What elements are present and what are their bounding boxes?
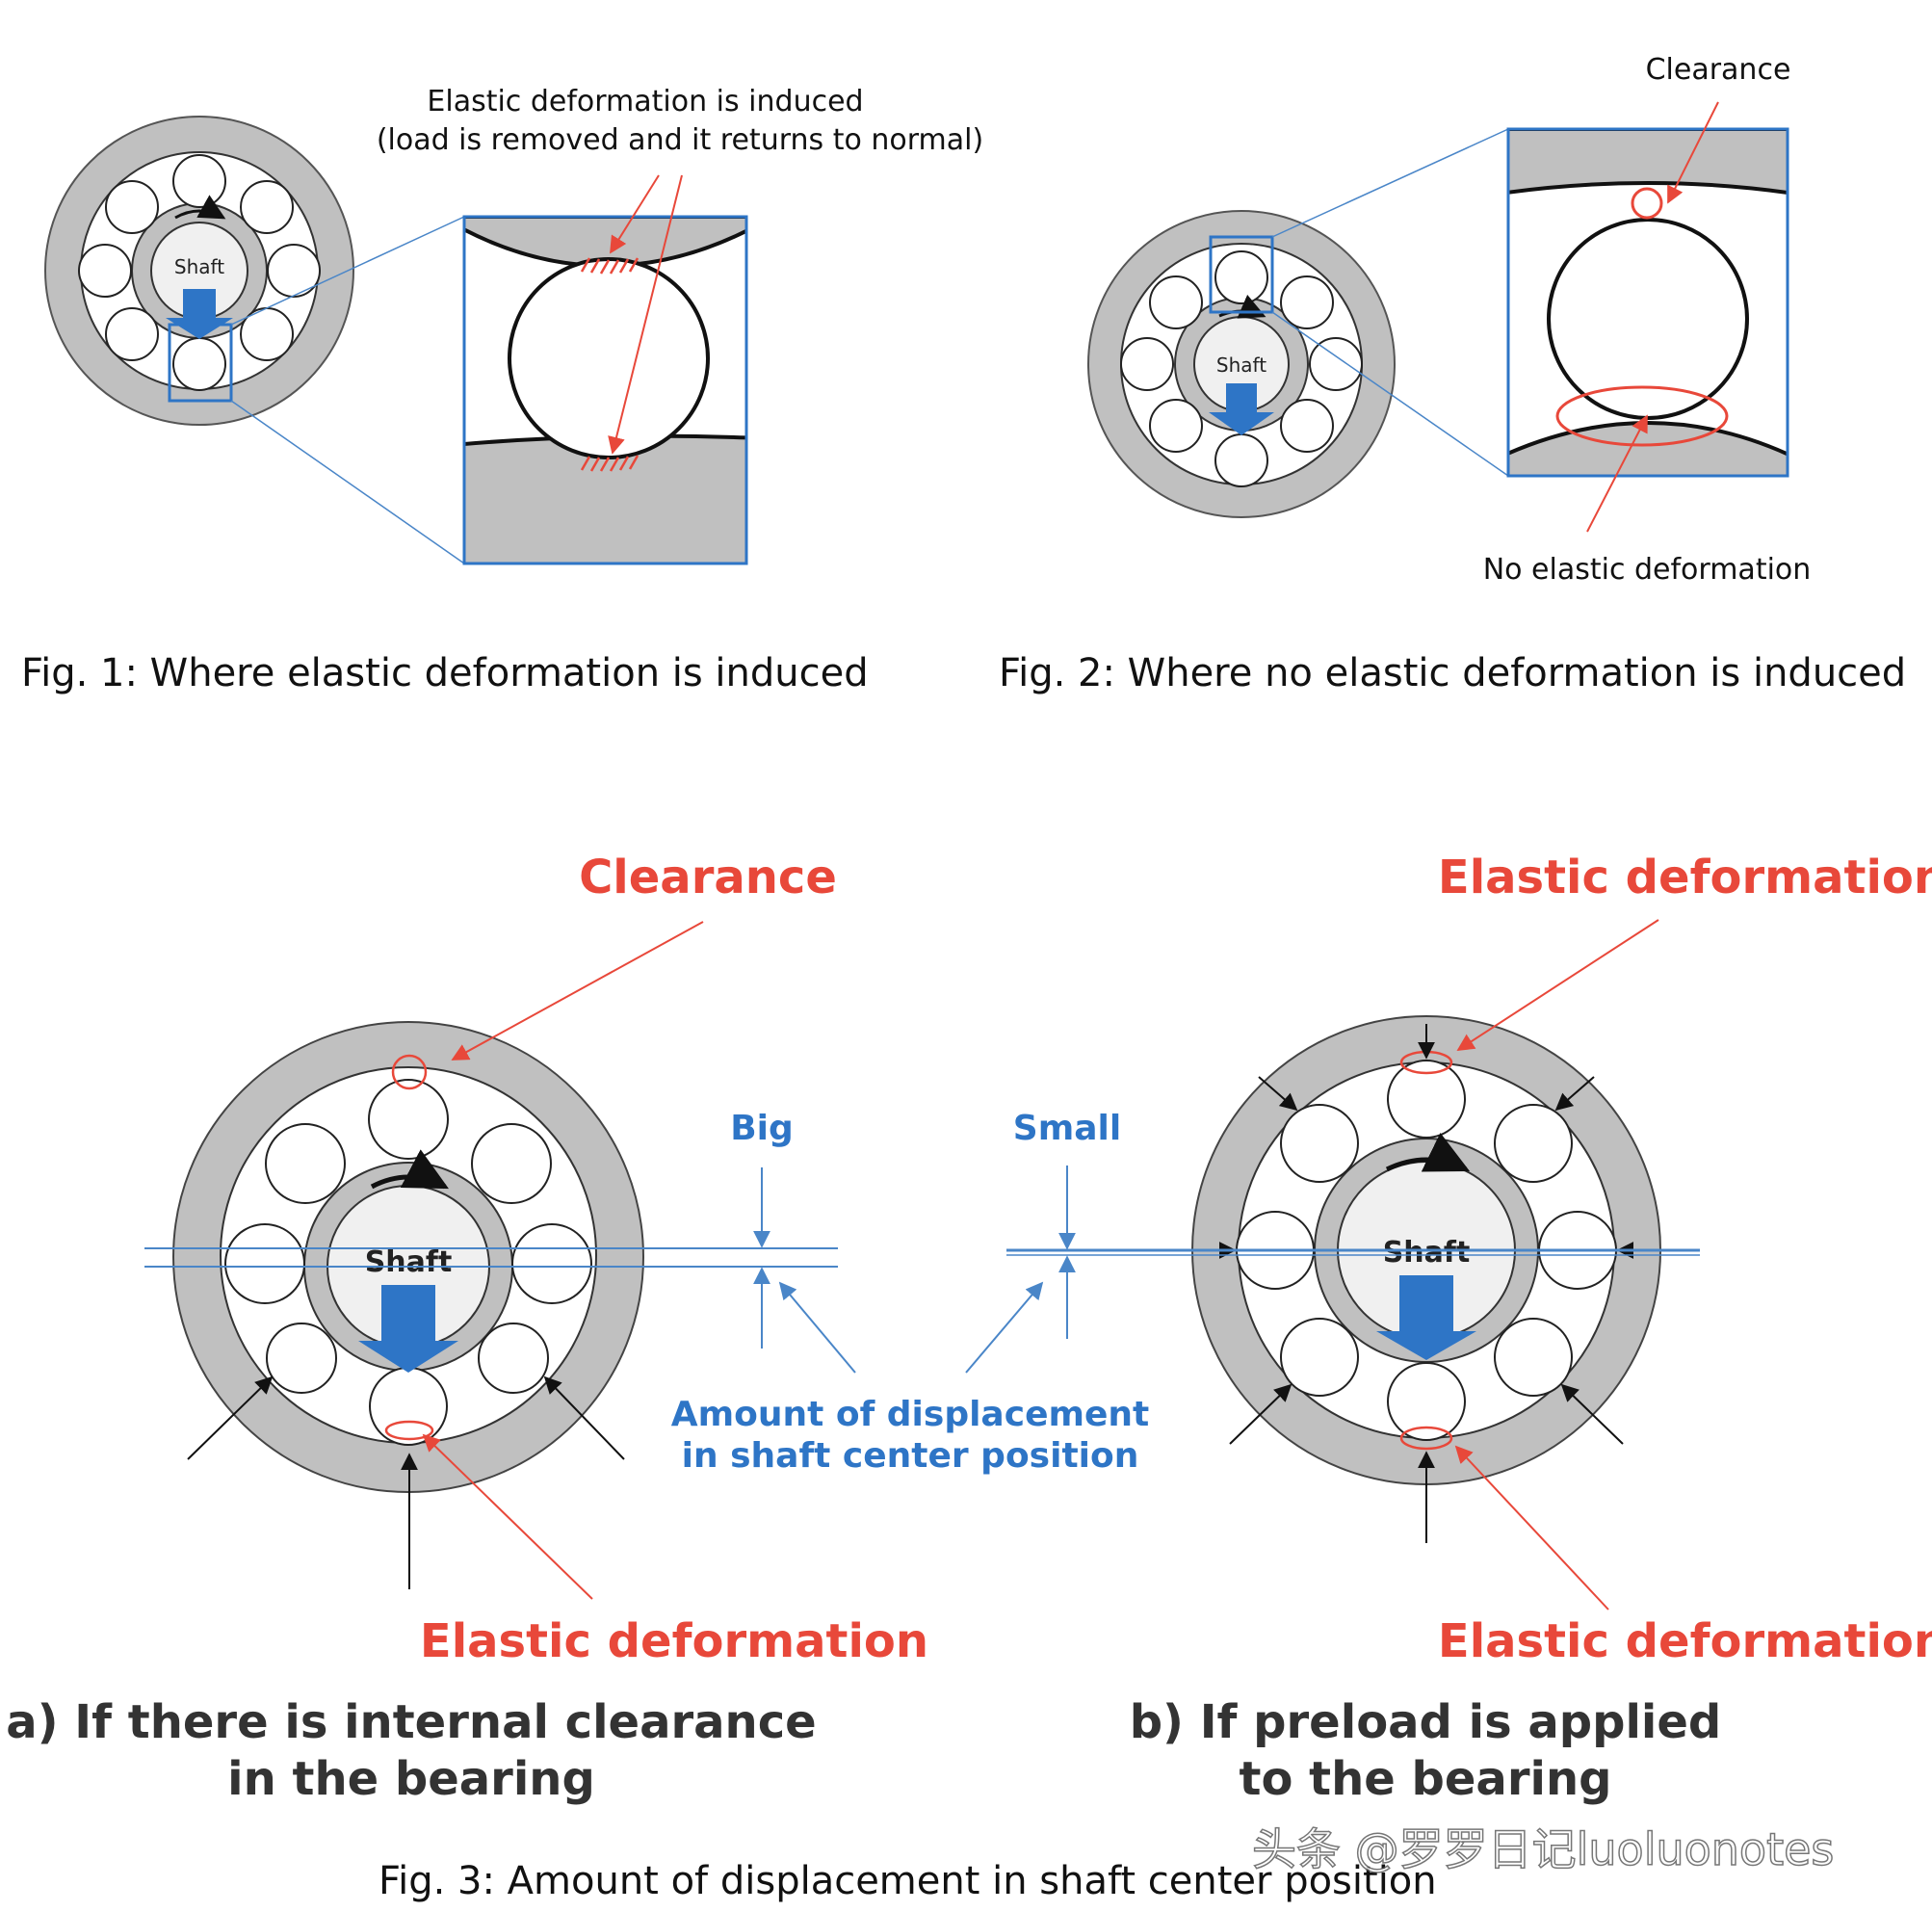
deformation-marker xyxy=(384,1420,434,1441)
fig2-zoom xyxy=(1508,129,1788,476)
fig3-right-bearing: Shaft xyxy=(1191,1015,1661,1543)
zoom-ball xyxy=(1547,218,1749,420)
deformation-arrow xyxy=(1454,1445,1609,1611)
zoom-connector xyxy=(1271,311,1509,477)
left-caption-line1: a) If there is internal clearance xyxy=(6,1695,816,1749)
annotation-arrow xyxy=(610,174,660,254)
zoom-connector xyxy=(230,400,465,564)
zoom-connector xyxy=(1271,128,1509,238)
load-arrow-icon xyxy=(1209,383,1274,435)
displacement-label-line1: Amount of displacement xyxy=(671,1395,1150,1434)
fig1-bearing: Shaft xyxy=(44,116,354,426)
rolling-balls xyxy=(78,154,321,391)
no-deformation-label: No elastic deformation xyxy=(1483,553,1812,587)
fig2-bearing: Shaft xyxy=(1087,210,1396,518)
fig1-zoom xyxy=(464,217,746,563)
shaft-label: Shaft xyxy=(174,255,224,278)
displacement-indicator: Big Small Amount of displacement in shaf… xyxy=(144,1109,1700,1476)
right-elastic-bottom-label: Elastic deformation xyxy=(1438,1614,1932,1668)
fig2: Shaft Clearance No elastic deformation F… xyxy=(999,53,1906,695)
shaft-label: Shaft xyxy=(365,1245,453,1279)
displacement-pointer xyxy=(778,1281,856,1374)
displacement-label-line2: in shaft center position xyxy=(682,1436,1139,1476)
watermark: 头条 @罗罗日记luoluonotes xyxy=(1252,1823,1834,1875)
left-elastic-label: Elastic deformation xyxy=(420,1614,928,1668)
right-elastic-top-label: Elastic deformation xyxy=(1438,851,1932,904)
fig1-caption: Fig. 1: Where elastic deformation is ind… xyxy=(21,651,869,695)
load-arrow-icon xyxy=(166,289,233,339)
clearance-marker xyxy=(391,1054,428,1090)
zoom-ball xyxy=(508,257,710,459)
load-arrow-icon xyxy=(358,1285,458,1373)
zoom-box xyxy=(168,323,233,403)
rolling-balls xyxy=(1236,1060,1617,1441)
small-label: Small xyxy=(1013,1109,1121,1148)
shaft-label: Shaft xyxy=(1383,1236,1471,1270)
deformation-marker xyxy=(1399,1426,1453,1451)
left-caption-line2: in the bearing xyxy=(227,1752,595,1806)
rotation-arrow xyxy=(174,195,226,220)
rolling-balls xyxy=(1120,250,1363,487)
zoom-connector xyxy=(230,216,465,326)
right-caption-line2: to the bearing xyxy=(1240,1752,1612,1806)
preload-arrow xyxy=(1229,1383,1292,1445)
annotation-arrow xyxy=(608,174,683,455)
fig3-caption: Fig. 3: Amount of displacement in shaft … xyxy=(379,1859,1437,1903)
deformation-hatch-top xyxy=(580,257,640,275)
no-deformation-arrow xyxy=(1586,414,1648,533)
load-arrow-icon xyxy=(1376,1275,1476,1360)
fig3: Shaft Clearance Elastic deformation a) I… xyxy=(6,851,1932,1903)
clearance-marker xyxy=(1631,187,1663,220)
clearance-label: Clearance xyxy=(1646,53,1791,87)
displacement-pointer xyxy=(965,1281,1044,1374)
deformation-arrow xyxy=(422,1433,593,1600)
left-clearance-label: Clearance xyxy=(579,851,837,904)
fig3-left-bearing: Shaft xyxy=(172,1021,644,1589)
preload-arrow xyxy=(1560,1383,1624,1445)
zoom-box xyxy=(1209,235,1274,314)
load-reaction-arrow xyxy=(187,1375,274,1460)
clearance-arrow xyxy=(451,921,704,1061)
fig2-caption: Fig. 2: Where no elastic deformation is … xyxy=(999,651,1906,695)
clearance-arrow xyxy=(1667,101,1719,204)
right-caption-line1: b) If preload is applied xyxy=(1130,1695,1722,1749)
rotation-arrow xyxy=(1385,1133,1471,1172)
preload-arrow xyxy=(1554,1076,1595,1112)
no-deformation-marker xyxy=(1555,385,1729,447)
rotation-arrow xyxy=(370,1149,449,1190)
annotation-line2: (load is removed and it returns to norma… xyxy=(377,123,983,157)
big-label: Big xyxy=(730,1109,794,1148)
deformation-arrow xyxy=(1456,919,1659,1051)
zoom-frame xyxy=(462,215,748,565)
preload-arrow xyxy=(1258,1076,1298,1112)
load-reaction-arrow xyxy=(543,1375,625,1460)
deformation-hatch-bottom xyxy=(580,455,640,472)
zoom-frame xyxy=(1506,127,1789,478)
fig1: Shaft xyxy=(21,85,983,695)
outer-race xyxy=(1508,129,1788,196)
shaft-label: Shaft xyxy=(1216,354,1266,377)
annotation-line1: Elastic deformation is induced xyxy=(427,85,863,118)
